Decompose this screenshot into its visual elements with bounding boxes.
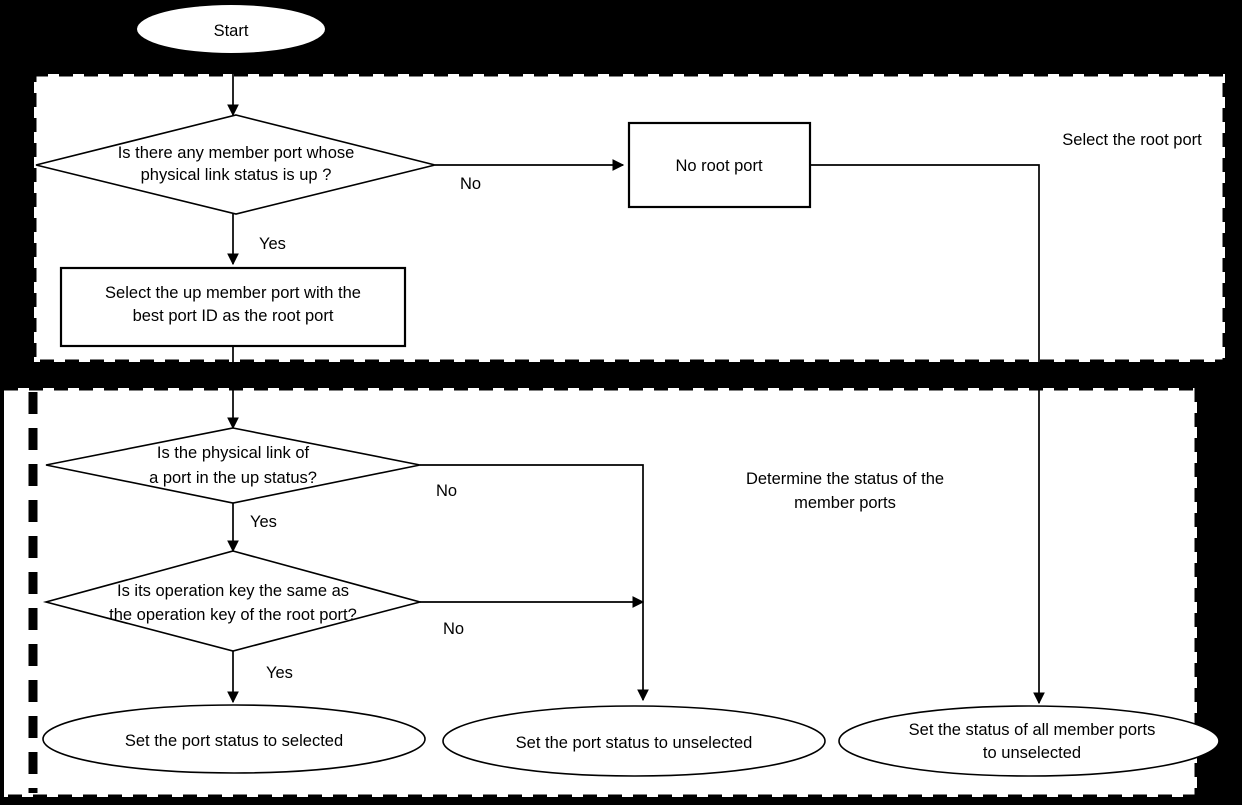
- node-set-all-ports-unselected-line1: Set the status of all member ports: [909, 721, 1156, 739]
- node-set-port-unselected-label: Set the port status to unselected: [516, 734, 753, 752]
- node-decision-physical-link-up[interactable]: [45, 427, 421, 504]
- node-set-port-selected[interactable]: [42, 704, 426, 774]
- node-decision-any-member-up[interactable]: [35, 114, 436, 215]
- node-select-best-port-line2: best port ID as the root port: [133, 307, 334, 325]
- node-select-best-port-line1: Select the up member port with the: [105, 284, 361, 302]
- node-decision-any-member-up-line1: Is there any member port whose: [118, 144, 355, 162]
- upper-panel-border: [31, 71, 1228, 365]
- edge-decision2-no: [420, 464, 649, 702]
- node-decision-physical-link-up-line2: a port in the up status?: [149, 469, 317, 487]
- node-decision-physical-link-up-line1: Is the physical link of: [157, 444, 310, 462]
- upper-panel-caption: Select the root port: [1062, 131, 1202, 149]
- node-no-root-port-label: No root port: [675, 157, 763, 175]
- node-no-root-port[interactable]: [627, 121, 812, 209]
- edge-label-yes-1: Yes: [259, 235, 286, 253]
- edge-label-yes-2: Yes: [250, 513, 277, 531]
- node-set-port-unselected[interactable]: [442, 705, 826, 777]
- edge-label-no-2: No: [436, 482, 457, 500]
- node-set-port-selected-label: Set the port status to selected: [125, 732, 343, 750]
- node-decision-operation-key-line2: the operation key of the root port?: [109, 606, 357, 624]
- lower-panel-border: [4, 385, 1200, 800]
- node-select-best-port[interactable]: [59, 266, 407, 348]
- node-start-label: Start: [214, 22, 249, 40]
- lower-panel-caption-line1: Determine the status of the: [746, 470, 944, 488]
- node-set-all-ports-unselected-line2: to unselected: [983, 744, 1081, 762]
- node-decision-any-member-up-line2: physical link status is up ?: [141, 166, 332, 184]
- edge-label-yes-3: Yes: [266, 664, 293, 682]
- node-decision-operation-key[interactable]: [42, 550, 424, 652]
- edge-norootport-to-all-unselected: [810, 164, 1045, 705]
- node-set-all-ports-unselected[interactable]: [838, 705, 1220, 777]
- node-decision-operation-key-line1: Is its operation key the same as: [117, 582, 349, 600]
- edge-label-no-3: No: [443, 620, 464, 638]
- node-start[interactable]: [137, 5, 325, 53]
- edge-label-no-1: No: [460, 175, 481, 193]
- lower-panel-caption-line2: member ports: [794, 494, 896, 512]
